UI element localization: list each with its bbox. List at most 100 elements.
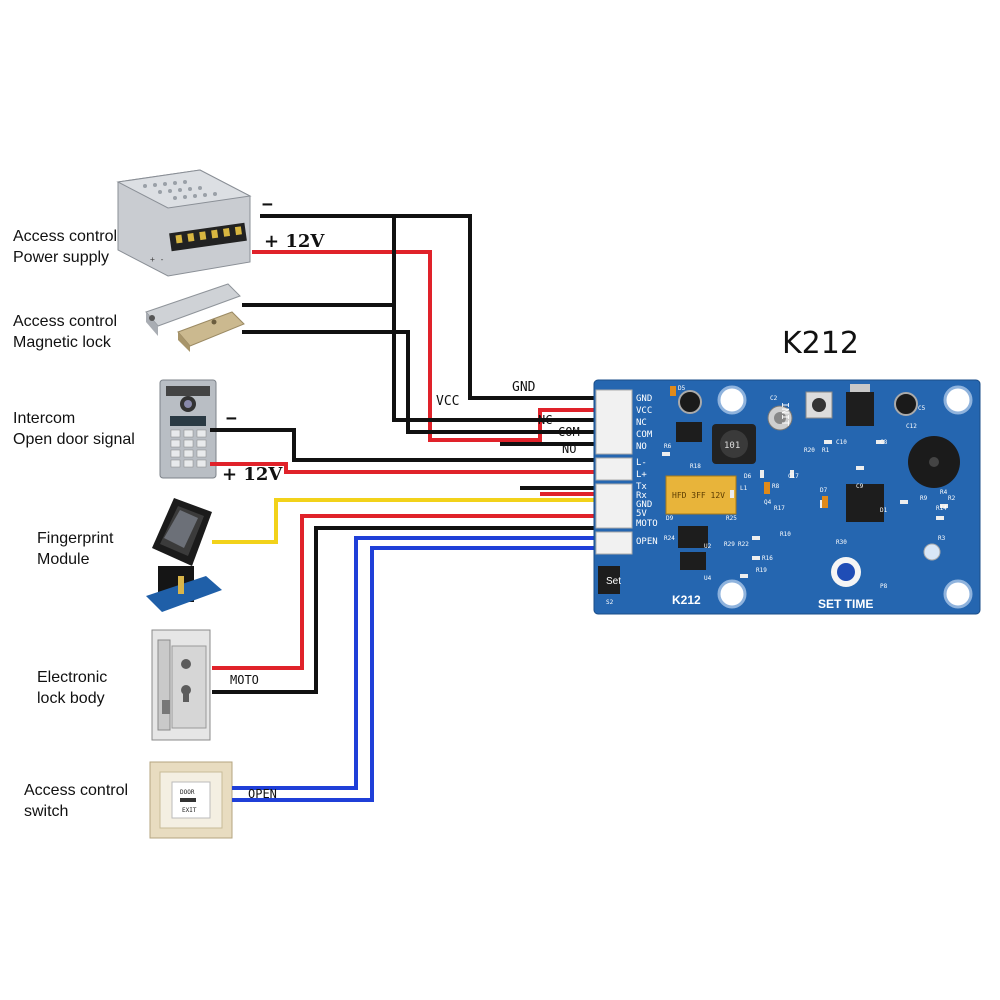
label-power-supply: Access control Power supply	[13, 226, 117, 268]
wire-moto-red	[212, 514, 598, 670]
component-ref: R10	[780, 531, 791, 538]
component-ref: C12	[906, 423, 917, 430]
component-ref: C5	[918, 405, 926, 412]
component-ref: D9	[666, 515, 674, 522]
wire-psu-vcc	[252, 250, 598, 442]
label-power-supply-line2: Power supply	[13, 249, 110, 266]
mount-hole	[717, 385, 747, 415]
label-power-supply-line1: Access control	[13, 228, 118, 245]
component-ref: R20	[804, 447, 815, 454]
component-ref: D7	[820, 487, 828, 494]
label-minus-intercom: −	[226, 408, 237, 429]
wire-moto-black	[212, 526, 598, 694]
psu-label: + -	[150, 255, 164, 264]
component-ref: R18	[690, 463, 701, 470]
pin-label: COM	[636, 430, 653, 440]
component-ref: S2	[606, 599, 614, 606]
set-label: Set	[606, 576, 621, 587]
pin-label: Rx	[636, 491, 647, 501]
wire-maglock-com	[242, 330, 598, 434]
component-ref: R25	[726, 515, 737, 522]
pin-label: MOTO	[636, 519, 658, 529]
component-ref: L1	[740, 485, 748, 492]
component-ref: R22	[738, 541, 749, 548]
component-ref: R24	[664, 535, 675, 542]
component-ref: D6	[744, 473, 752, 480]
component-ref: P8	[880, 583, 888, 590]
relay-label: HFD 3FF 12V	[672, 491, 725, 500]
component-ref: R14	[936, 505, 947, 512]
label-magnetic-lock-line2: Magnetic lock	[13, 334, 111, 351]
pin-label: OPEN	[636, 537, 658, 547]
component-ref: U4	[704, 575, 712, 582]
component-ref: U2	[704, 543, 712, 550]
set-time-label: SET TIME	[818, 597, 873, 611]
label-open: OPEN	[248, 787, 277, 801]
magnetic-lock-image	[145, 283, 245, 352]
component-ref: R2	[948, 495, 956, 502]
pin-label: NC	[636, 418, 647, 428]
label-nc: NC	[538, 413, 552, 427]
label-minus-top: −	[262, 194, 273, 215]
label-intercom-line2: Open door signal	[13, 431, 135, 448]
power-supply-image: + -	[116, 169, 252, 277]
component-ref: R29	[724, 541, 735, 548]
label-fingerprint-line2: Module	[37, 551, 90, 568]
component-ref: R17	[774, 505, 785, 512]
fingerprint-module-image	[146, 498, 222, 612]
pin-label: GND	[636, 394, 652, 404]
exit-switch-image: DOOR EXIT	[149, 761, 233, 839]
init-label: INIT	[779, 402, 790, 426]
pin-label: NO	[636, 442, 647, 452]
pin-label: VCC	[636, 406, 652, 416]
label-intercom: Intercom Open door signal	[13, 408, 135, 450]
component-ref: R3	[938, 535, 946, 542]
label-exit-switch: Access control switch	[24, 780, 128, 822]
component-ref: D1	[880, 507, 888, 514]
pin-label: L-	[636, 458, 647, 468]
component-ref: R1	[822, 447, 830, 454]
wire-psu-gnd	[260, 214, 598, 400]
label-magnetic-lock: Access control Magnetic lock	[13, 311, 117, 353]
component-ref: R16	[762, 555, 773, 562]
component-ref: R30	[836, 539, 847, 546]
label-gnd: GND	[512, 380, 536, 395]
label-lock-body-line2: lock body	[37, 690, 105, 707]
label-lock-body: Electronic lock body	[37, 667, 107, 709]
lock-body-image	[151, 629, 211, 741]
component-ref: Q4	[764, 499, 772, 506]
wire-intercom-plus	[210, 462, 598, 474]
label-plus12v-top: + 12V	[264, 231, 325, 252]
board-k212-label: K212	[672, 593, 701, 607]
label-no: NO	[562, 442, 576, 456]
wire-nc	[392, 216, 598, 422]
label-exit-switch-line2: switch	[24, 803, 69, 820]
mount-hole	[943, 385, 973, 415]
label-fingerprint: Fingerprint Module	[37, 528, 113, 570]
mount-hole	[717, 579, 747, 609]
wire-open-2	[232, 546, 598, 802]
wire-fp-yellow	[212, 498, 598, 544]
intercom-image	[159, 379, 217, 479]
label-com: COM	[558, 425, 580, 439]
component-ref: R8	[772, 483, 780, 490]
component-ref: R19	[756, 567, 767, 574]
switch-door-text: DOOR	[180, 789, 195, 796]
pin-label: 5V	[636, 509, 647, 519]
label-lock-body-line1: Electronic	[37, 669, 108, 686]
component-ref: D5	[678, 385, 686, 392]
inductor-label: 101	[724, 441, 740, 451]
component-ref: C9	[856, 483, 864, 490]
component-ref: C10	[836, 439, 847, 446]
label-moto: MOTO	[230, 673, 259, 687]
label-vcc: VCC	[436, 394, 459, 409]
wire-intercom-minus	[210, 428, 598, 462]
switch-exit-text: EXIT	[182, 807, 197, 814]
label-fingerprint-line1: Fingerprint	[37, 530, 114, 547]
label-magnetic-lock-line1: Access control	[13, 313, 118, 330]
pin-label: GND	[636, 500, 652, 510]
diagram-title: K212	[782, 326, 859, 361]
